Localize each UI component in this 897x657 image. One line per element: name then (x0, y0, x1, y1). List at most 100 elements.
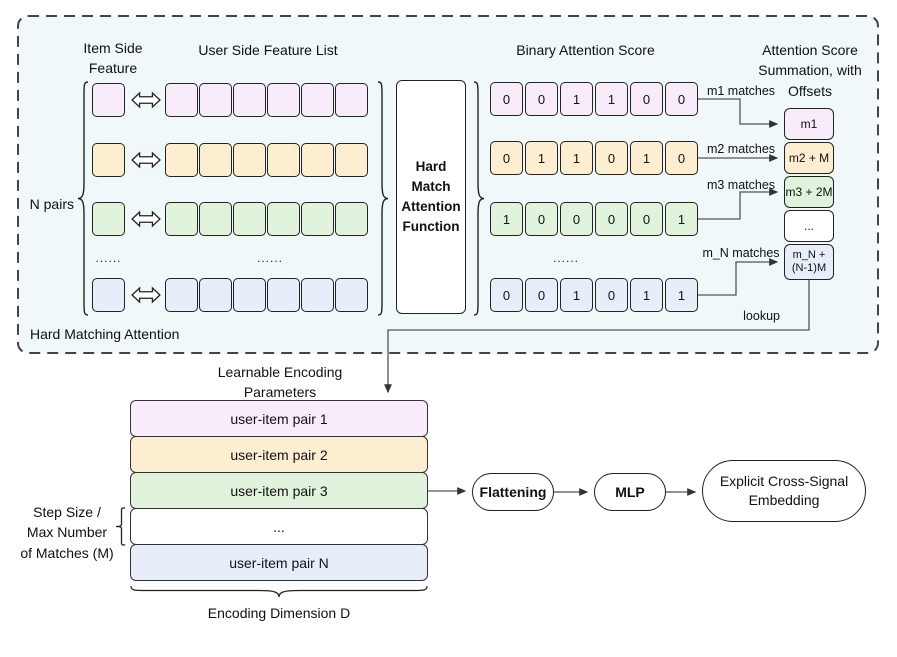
binary-cell: 1 (560, 82, 593, 116)
binary-cell: 0 (595, 202, 628, 236)
user-list-ellipsis: ...... (256, 251, 283, 265)
user-feature-cell (267, 143, 300, 177)
step-size-label: Step Size / Max Number of Matches (M) (18, 502, 116, 563)
encoding-row-pair1: user-item pair 1 (130, 400, 428, 437)
user-feature-cell (199, 143, 232, 177)
binary-cell: 1 (630, 141, 663, 175)
binary-cell: 0 (525, 82, 558, 116)
user-feature-cell (233, 83, 266, 117)
user-feature-cell (199, 278, 232, 312)
user-feature-cell (233, 278, 266, 312)
user-feature-cell (267, 83, 300, 117)
step-size-line1: Step Size / (33, 504, 101, 520)
binary-cell: 1 (595, 82, 628, 116)
user-feature-cell (301, 83, 334, 117)
mn-matches-label: m_N matches (702, 246, 780, 260)
m1-matches-label: m1 matches (706, 84, 776, 98)
user-feature-cell (335, 202, 368, 236)
binary-cell: 0 (490, 278, 523, 312)
user-feature-cell (165, 83, 198, 117)
mlp-node: MLP (594, 473, 666, 511)
user-feature-cell (267, 278, 300, 312)
user-feature-cell (301, 202, 334, 236)
item-side-header: Item Side Feature (83, 40, 143, 77)
learnable-encoding-label: Learnable Encoding Parameters (217, 364, 343, 401)
item-feature-square (92, 143, 125, 177)
binary-cell: 1 (560, 141, 593, 175)
user-feature-cell (199, 83, 232, 117)
hard-matching-attention-caption: Hard Matching Attention (30, 326, 180, 342)
binary-cell: 0 (630, 82, 663, 116)
step-size-line3: of Matches (M) (20, 544, 114, 561)
encoding-row-pairN: user-item pair N (130, 544, 428, 581)
binary-cell: 0 (665, 141, 698, 175)
binary-cell: 0 (490, 82, 523, 116)
sum-box-mn: m_N + (N-1)M (784, 244, 834, 280)
user-feature-cell (301, 278, 334, 312)
binary-cell: 0 (595, 141, 628, 175)
hard-match-function-box: Hard Match Attention Function (396, 80, 466, 314)
user-feature-cell (335, 83, 368, 117)
n-pairs-label: N pairs (29, 196, 74, 212)
sum-box-m2: m2 + M (784, 142, 834, 174)
lookup-label: lookup (743, 309, 780, 323)
user-feature-cell (267, 202, 300, 236)
encoding-dimension-brace (131, 584, 427, 597)
embedding-node: Explicit Cross-Signal Embedding (702, 460, 866, 522)
left-right-arrow-icon (131, 210, 161, 228)
item-feature-square (92, 278, 125, 312)
user-feature-list (165, 278, 368, 312)
binary-cell: 0 (525, 202, 558, 236)
sum-box-m1: m1 (784, 108, 834, 140)
m2-matches-label: m2 matches (706, 142, 776, 156)
encoding-dimension-label: Encoding Dimension D (207, 605, 351, 621)
left-right-arrow-icon (131, 151, 161, 169)
binary-cell: 0 (630, 202, 663, 236)
binary-cell: 1 (665, 202, 698, 236)
encoding-row-pair2: user-item pair 2 (130, 436, 428, 473)
binary-cell: 0 (595, 278, 628, 312)
item-feature-square (92, 83, 125, 117)
left-right-arrow-icon (131, 91, 161, 109)
binary-cell: 1 (630, 278, 663, 312)
step-size-line2: Max Number (26, 524, 108, 541)
user-feature-cell (335, 143, 368, 177)
user-side-header: User Side Feature List (198, 42, 338, 58)
user-feature-list (165, 83, 368, 117)
binary-cell: 0 (560, 202, 593, 236)
n-pairs-brace (78, 82, 90, 315)
user-feature-cell (233, 202, 266, 236)
binary-cell: 0 (665, 82, 698, 116)
left-right-arrow-icon (131, 286, 161, 304)
binary-cell: 1 (525, 141, 558, 175)
binary-score-header: Binary Attention Score (516, 42, 655, 58)
user-feature-cell (199, 202, 232, 236)
binary-group-brace (472, 82, 484, 315)
user-feature-cell (165, 143, 198, 177)
encoding-row-pair3: user-item pair 3 (130, 472, 428, 509)
user-feature-list (165, 202, 368, 236)
user-feature-cell (165, 202, 198, 236)
item-ellipsis: ...... (95, 251, 122, 265)
flattening-node: Flattening (472, 473, 554, 511)
encoding-row-ellipsis: ... (130, 508, 428, 545)
m3-matches-label: m3 matches (706, 178, 776, 192)
binary-cell: 1 (665, 278, 698, 312)
binary-cell: 0 (525, 278, 558, 312)
binary-cell: 1 (490, 202, 523, 236)
sum-box-m3: m3 + 2M (784, 176, 834, 208)
item-feature-square (92, 202, 125, 236)
binary-ellipsis: ...... (552, 251, 579, 265)
user-feature-cell (233, 143, 266, 177)
user-list-group-brace (376, 82, 388, 315)
user-feature-cell (301, 143, 334, 177)
user-feature-cell (165, 278, 198, 312)
step-size-brace (116, 508, 127, 545)
binary-cell: 0 (490, 141, 523, 175)
user-feature-list (165, 143, 368, 177)
